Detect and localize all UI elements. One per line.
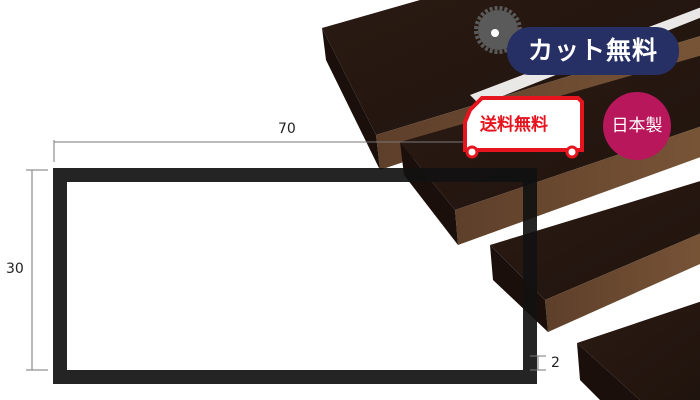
made-in-japan-badge: 日本製 [603, 92, 671, 160]
height-dimension-label: 30 [6, 261, 24, 277]
thickness-dimension-label: 2 [551, 355, 560, 371]
free-cut-badge: カット無料 [510, 30, 676, 72]
free-shipping-badge: 送料無料 [480, 115, 548, 135]
saw-blade-icon [474, 6, 522, 54]
dimension-lines [26, 140, 546, 371]
pipe-profile [53, 168, 537, 384]
wood-beam-4 [577, 301, 700, 400]
truck-icon [463, 96, 584, 159]
width-dimension-label: 70 [278, 121, 296, 137]
